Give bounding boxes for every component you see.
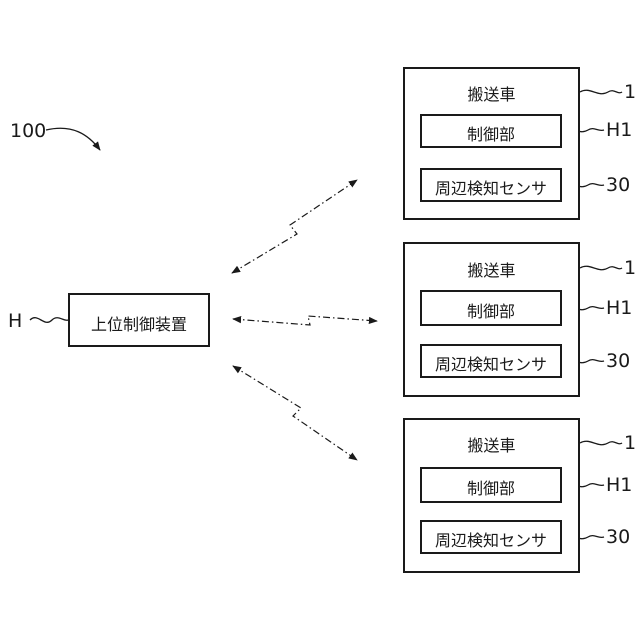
vehicle-3-title: 搬送車: [403, 432, 580, 456]
host-ref-label: H: [8, 310, 22, 332]
vehicle-1-ref-leader: [580, 90, 622, 93]
vehicle-1-sensor-ref-label: 30: [606, 174, 630, 196]
vehicle-3-controller-ref-label: H1: [606, 474, 632, 496]
vehicle-3-sensor-label: 周辺検知センサ: [420, 527, 562, 551]
wireless-link-1: [232, 180, 357, 273]
vehicle-1-title: 搬送車: [403, 81, 580, 105]
vehicle-2-controller-label: 制御部: [420, 298, 562, 322]
vehicle-3-controller-label: 制御部: [420, 475, 562, 499]
vehicle-2-sensor-ref-label: 30: [606, 350, 630, 372]
vehicle-1-controller-ref-label: H1: [606, 119, 632, 141]
vehicle-3-sensor-ref-label: 30: [606, 526, 630, 548]
system-ref-arrow: [46, 128, 100, 150]
vehicle-2-ref-label: 1: [624, 257, 636, 279]
wireless-link-2: [233, 316, 377, 325]
vehicle-2-controller-ref-label: H1: [606, 297, 632, 319]
vehicle-3-ref-label: 1: [624, 432, 636, 454]
vehicle-1-sensor-label: 周辺検知センサ: [420, 175, 562, 199]
system-ref-label: 100: [10, 120, 46, 142]
vehicle-2-sensor-label: 周辺検知センサ: [420, 351, 562, 375]
wireless-link-3: [233, 366, 357, 460]
vehicle-2-ref-leader: [580, 266, 622, 269]
vehicle-1-controller-label: 制御部: [420, 121, 562, 145]
vehicle-1-ref-label: 1: [624, 81, 636, 103]
host-ref-leader: [30, 318, 68, 323]
host-controller-label: 上位制御装置: [68, 311, 210, 335]
vehicle-3-ref-leader: [580, 441, 622, 444]
vehicle-2-title: 搬送車: [403, 257, 580, 281]
